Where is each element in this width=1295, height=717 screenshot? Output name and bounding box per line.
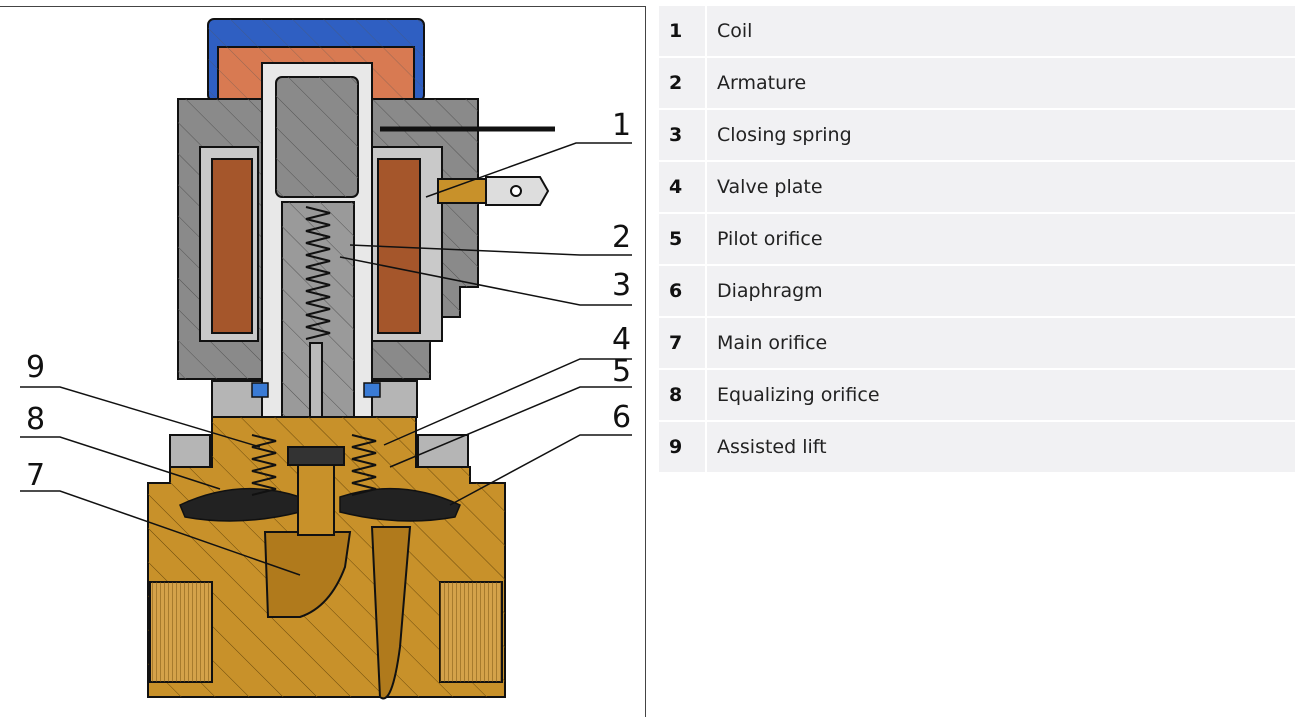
- callout-4: 4: [612, 322, 632, 357]
- o-rings: [251, 382, 381, 398]
- callout-8: 8: [26, 402, 46, 437]
- valve-plate: [287, 446, 345, 466]
- legend-label: Equalizing orifice: [717, 384, 880, 406]
- legend-label: Coil: [717, 20, 753, 42]
- legend-row: 6 Diaphragm: [659, 266, 1295, 316]
- legend-number: 5: [659, 214, 707, 264]
- callout-5: 5: [612, 354, 632, 389]
- legend-label: Diaphragm: [717, 280, 823, 302]
- coil-windings: [199, 146, 443, 342]
- legend-row: 1 Coil: [659, 6, 1295, 56]
- legend-number: 4: [659, 162, 707, 212]
- callout-2: 2: [612, 220, 632, 255]
- legend-row: 5 Pilot orifice: [659, 214, 1295, 264]
- legend-label: Armature: [717, 72, 807, 94]
- legend-label: Closing spring: [717, 124, 852, 146]
- callout-9: 9: [26, 350, 46, 385]
- callout-7: 7: [26, 458, 46, 493]
- legend-number: 9: [659, 422, 707, 472]
- legend-row: 2 Armature: [659, 58, 1295, 108]
- legend-label: Main orifice: [717, 332, 828, 354]
- closing-spring: [305, 206, 331, 434]
- legend-row: 3 Closing spring: [659, 110, 1295, 160]
- legend-number: 8: [659, 370, 707, 420]
- legend-number: 1: [659, 6, 707, 56]
- valve-diagram-frame: 1 2 3 4 5 6 7 8 9: [0, 6, 646, 717]
- assisted-lift-springs: [251, 434, 377, 496]
- inlet-port: [149, 581, 213, 683]
- legend-label: Pilot orifice: [717, 228, 823, 250]
- legend-label: Assisted lift: [717, 436, 827, 458]
- legend-label: Valve plate: [717, 176, 823, 198]
- leader-lines: [20, 142, 632, 576]
- diaphragm: [179, 464, 461, 536]
- legend-row: 8 Equalizing orifice: [659, 370, 1295, 420]
- parts-legend-table: 1 Coil 2 Armature 3 Closing spring 4 Val…: [659, 6, 1295, 474]
- main-orifice: [263, 526, 412, 700]
- legend-row: 7 Main orifice: [659, 318, 1295, 368]
- callout-3: 3: [612, 268, 632, 303]
- solenoid-valve-cutaway: [20, 18, 632, 700]
- legend-number: 3: [659, 110, 707, 160]
- outlet-port: [439, 581, 503, 683]
- legend-row: 4 Valve plate: [659, 162, 1295, 212]
- legend-number: 2: [659, 58, 707, 108]
- terminal-connector: [380, 126, 555, 206]
- callout-6: 6: [612, 400, 632, 435]
- legend-row: 9 Assisted lift: [659, 422, 1295, 472]
- callout-1: 1: [612, 108, 632, 143]
- legend-number: 7: [659, 318, 707, 368]
- legend-number: 6: [659, 266, 707, 316]
